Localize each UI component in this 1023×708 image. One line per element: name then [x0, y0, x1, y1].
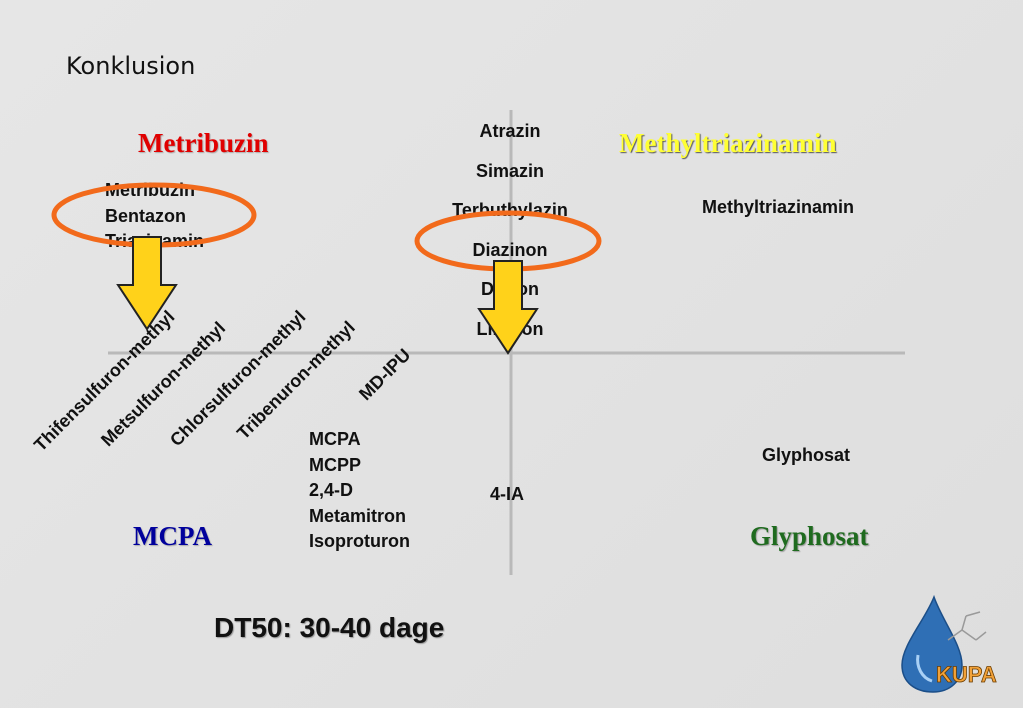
molecule-icon — [947, 611, 987, 641]
mcpa-compound-list: MCPA MCPP 2,4-D Metamitron Isoproturon — [309, 427, 410, 555]
water-drop-icon — [901, 594, 963, 693]
heading-glyphosat: Glyphosat — [750, 521, 869, 551]
page-title: Konklusion — [66, 52, 196, 80]
heading-metribuzin: Metribuzin — [138, 128, 269, 158]
compound-label: Metamitron — [309, 505, 407, 526]
down-arrow-left — [116, 236, 178, 331]
dt50-note: DT50: 30-40 dage — [214, 612, 445, 643]
compound-label: Diazinon — [472, 239, 548, 260]
down-arrow-center — [477, 260, 539, 355]
compound-label: 2,4-D — [309, 480, 354, 500]
right-bottom-label: Glyphosat — [762, 445, 851, 465]
compound-label: Simazin — [475, 160, 545, 181]
compound-label: MCPA — [309, 429, 361, 449]
compound-label: Atrazin — [479, 121, 541, 141]
compound-label: MCPP — [309, 454, 362, 475]
heading-methyltriazinamin: Methyltriazinamin — [619, 128, 837, 158]
compound-label: Isoproturon — [309, 531, 410, 551]
compound-label: Bentazon — [105, 205, 186, 226]
heading-mcpa: MCPA — [133, 521, 212, 551]
right-top-label: Methyltriazinamin — [702, 197, 855, 217]
logo-text: KUPA — [936, 662, 997, 687]
center-bottom-label: 4-IA — [490, 484, 525, 504]
